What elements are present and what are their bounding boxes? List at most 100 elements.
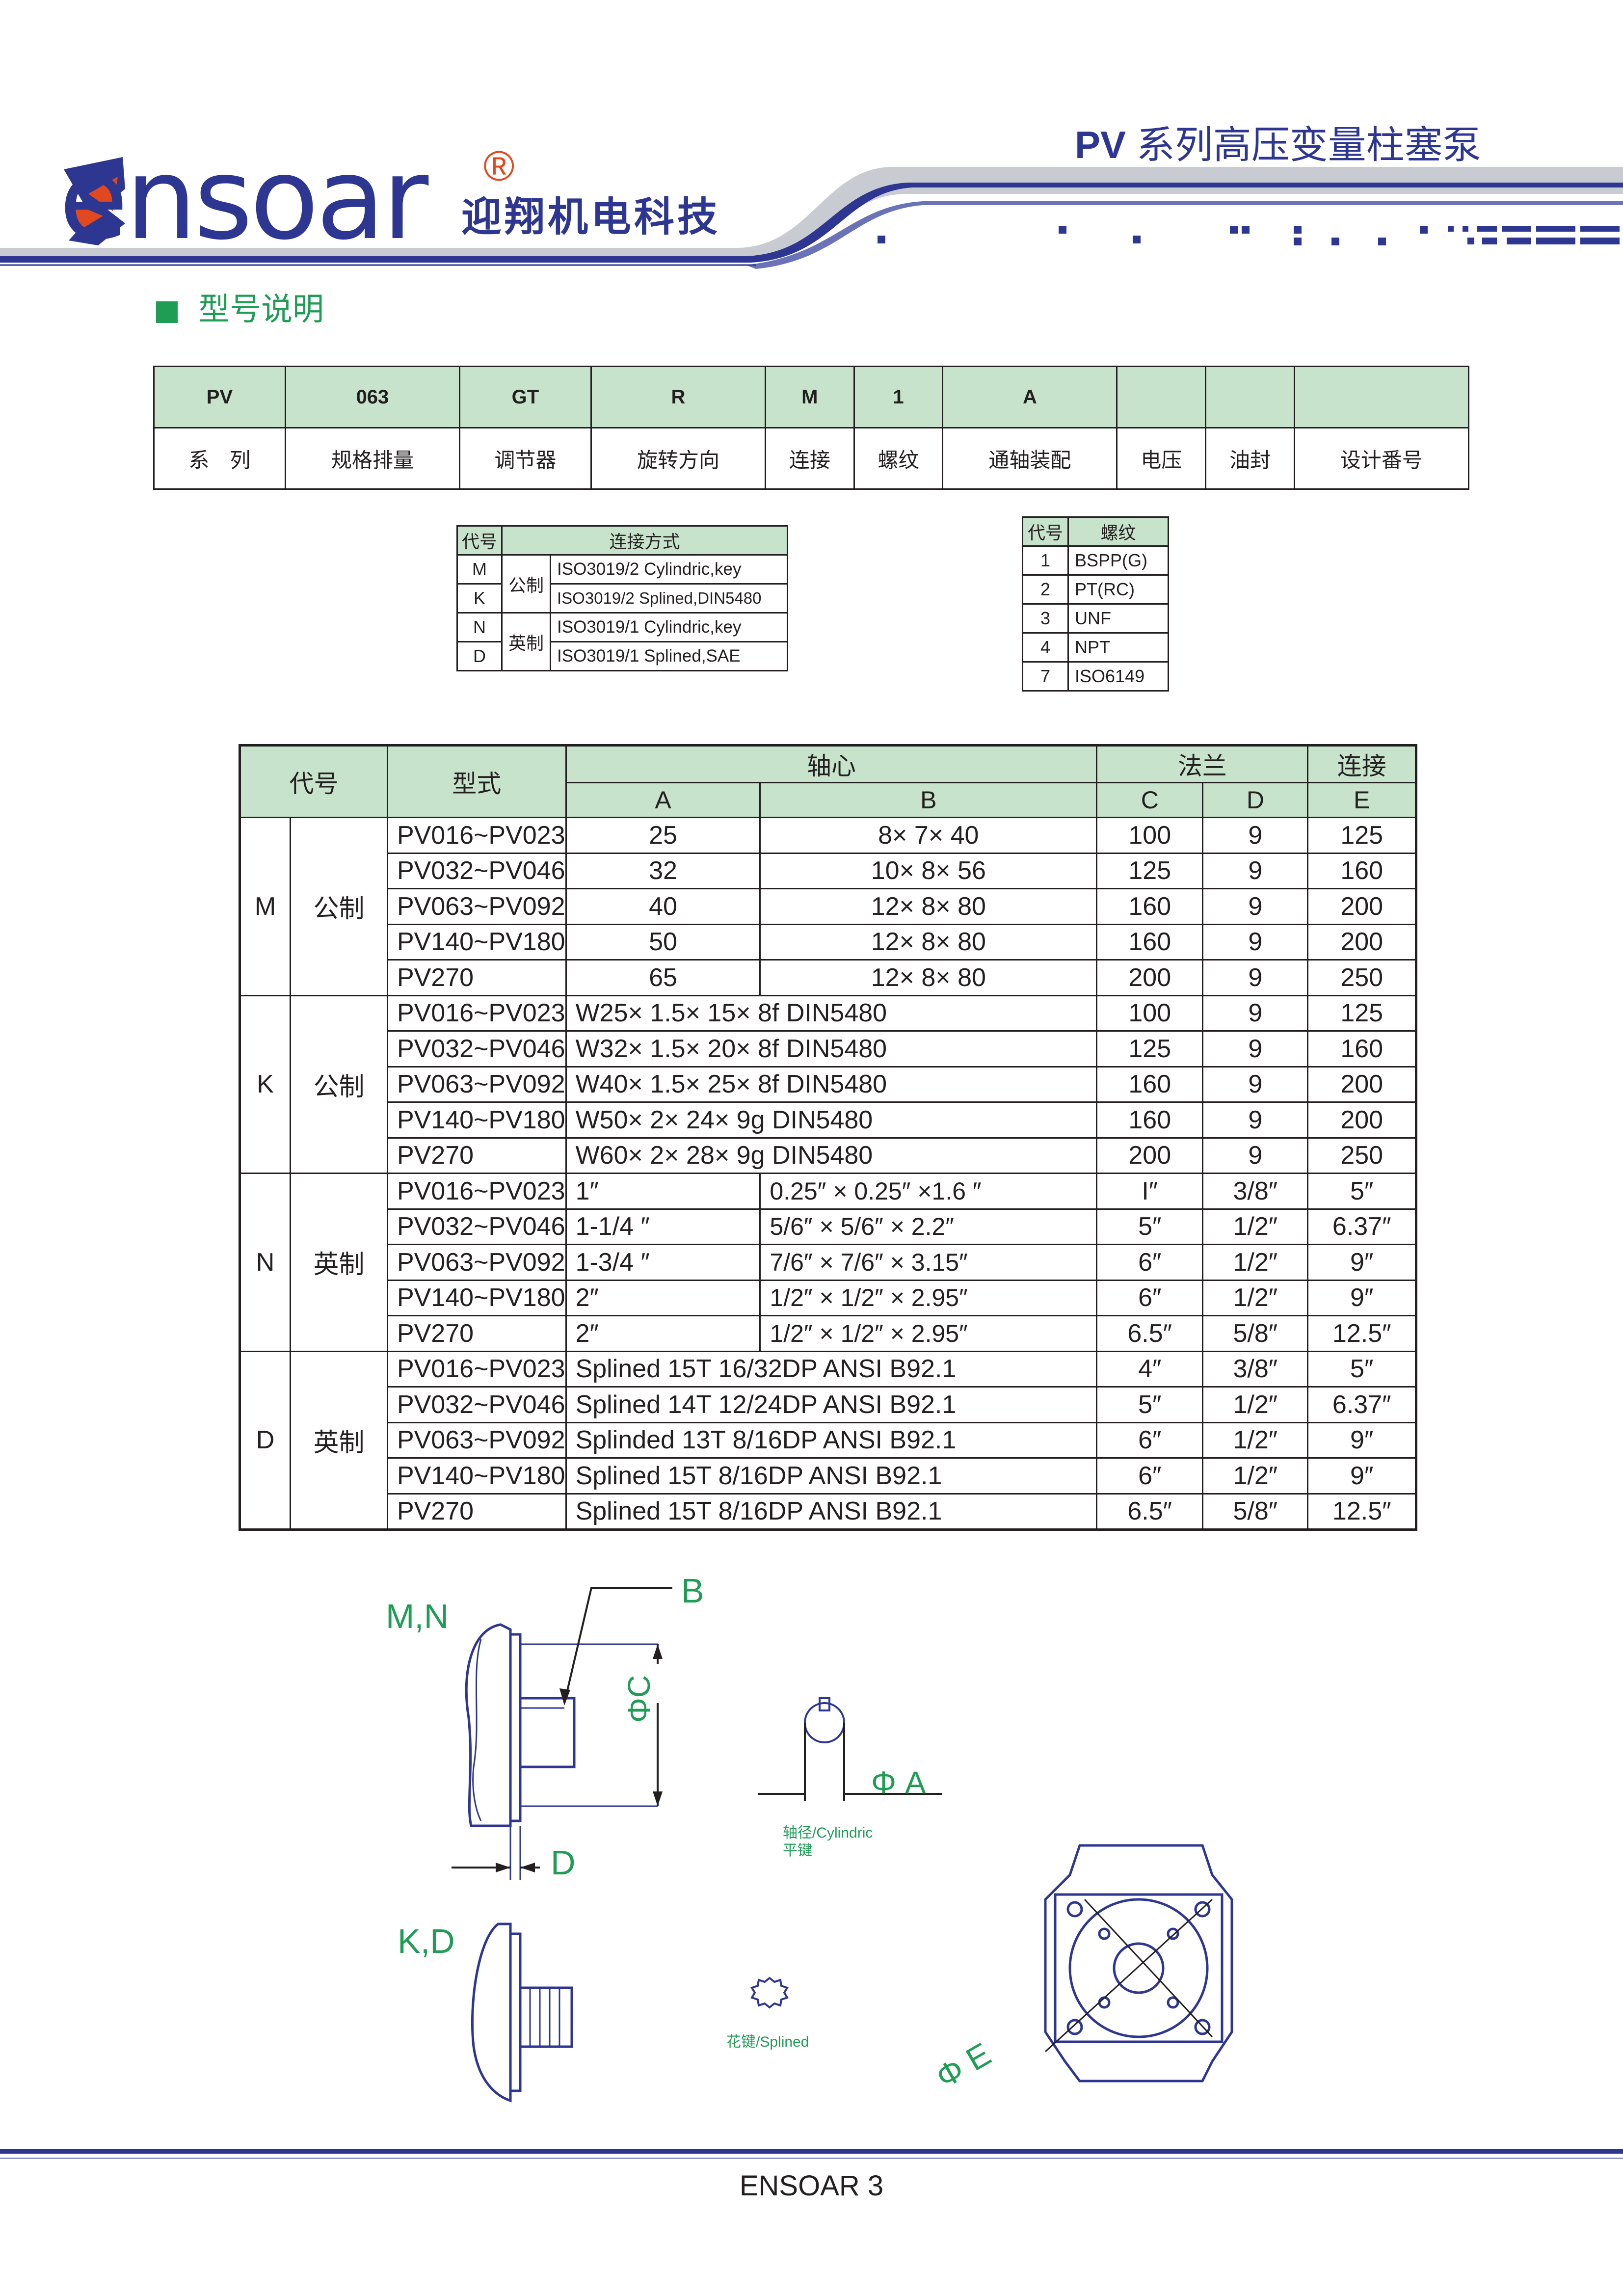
shaft-a-cell: 65 [565,959,761,996]
shaft-spec-cell: W32× 1.5× 20× 8f DIN5480 [565,1030,1098,1068]
flange-d-cell: 9 [1202,1101,1309,1139]
thread-code: 1 [1022,545,1069,576]
code-cell: GT [459,366,592,428]
header-shaft: 轴心 [565,745,1098,783]
shaft-spec-cell: W40× 1.5× 25× 8f DIN5480 [565,1066,1098,1103]
thread-code: 3 [1022,603,1069,634]
conn-code: N [456,612,503,642]
model-cell: PV016~PV023 [386,1173,567,1210]
flange-d-cell: 9 [1202,994,1309,1032]
connect-e-cell: 9″ [1307,1279,1417,1316]
label-mn: M,N [386,1597,449,1635]
shaft-b-cell: 8× 7× 40 [759,817,1098,854]
flange-c-cell: 6.5″ [1096,1493,1204,1530]
header-a: A [565,782,761,818]
conn-desc: ISO3019/1 Cylindric,key [550,612,788,642]
group-code: D [239,1350,292,1530]
shaft-a-cell: 32 [565,852,761,889]
code-cell: 063 [284,366,461,428]
section-title: 型号说明 [198,292,324,327]
thread-desc: PT(RC) [1067,574,1169,605]
flange-d-cell: 9 [1202,959,1309,996]
pump-drawings [452,1587,1233,2103]
model-cell: PV063~PV092 [386,1066,567,1103]
shaft-spec-cell: W60× 2× 28× 9g DIN5480 [565,1137,1098,1174]
code-cell: 1 [853,366,944,428]
shaft-b-cell: 5/6″ × 5/6″ × 2.2″ [759,1208,1098,1245]
decorative-dots [878,226,1620,245]
flange-c-cell: I″ [1096,1173,1204,1210]
code-cell: PV [153,366,286,428]
shaft-b-cell: 1/2″ × 1/2″ × 2.95″ [759,1315,1098,1352]
flange-d-cell: 1/2″ [1202,1386,1309,1423]
shaft-b-cell: 12× 8× 80 [759,923,1098,961]
header-code: 代号 [456,525,503,556]
name-cell: 油封 [1205,427,1295,490]
connect-e-cell: 9″ [1307,1457,1417,1495]
header-e: E [1307,782,1417,818]
flange-d-cell: 1/2″ [1202,1208,1309,1245]
header-flange: 法兰 [1096,745,1309,783]
model-cell: PV063~PV092 [386,1421,567,1459]
flange-c-cell: 160 [1096,888,1204,925]
model-cell: PV140~PV180 [386,1279,567,1316]
section-bullet-icon [156,301,178,323]
shaft-spec-cell: Splined 15T 8/16DP ANSI B92.1 [565,1457,1098,1495]
header-connect: 连接 [1307,745,1417,783]
conn-code: M [456,554,503,585]
flange-c-cell: 6″ [1096,1279,1204,1316]
flange-d-cell: 3/8″ [1202,1350,1309,1388]
connect-e-cell: 200 [1307,923,1417,961]
connect-e-cell: 250 [1307,1137,1417,1174]
logo-wordmark: ensoar [59,134,428,265]
shaft-b-cell: 12× 8× 80 [759,959,1098,996]
model-cell: PV016~PV023 [386,994,567,1032]
shaft-a-cell: 1″ [565,1173,761,1210]
flange-c-cell: 6.5″ [1096,1315,1204,1352]
shaft-spec-cell: Splined 14T 12/24DP ANSI B92.1 [565,1386,1098,1423]
group-unit: 英制 [290,1350,388,1530]
flange-side-view-kd [471,1922,573,2103]
shaft-b-cell: 10× 8× 56 [759,852,1098,889]
name-cell: 调节器 [459,427,592,490]
flange-c-cell: 200 [1096,959,1204,996]
shaft-a-cell: 50 [565,923,761,961]
label-b: B [681,1572,704,1610]
name-cell: 螺纹 [853,427,944,490]
flange-c-cell: 160 [1096,1101,1204,1139]
code-cell [1205,366,1295,428]
registered-mark: ® [483,143,515,190]
model-cell: PV032~PV046 [386,1208,567,1245]
model-cell: PV140~PV180 [386,923,567,961]
thread-code: 4 [1022,632,1069,663]
header-type: 螺纹 [1067,516,1169,547]
header-code: 代号 [239,745,388,818]
name-cell: 设计番号 [1293,427,1470,490]
connect-e-cell: 200 [1307,888,1417,925]
connect-e-cell: 5″ [1307,1173,1417,1210]
model-cell: PV063~PV092 [386,1244,567,1281]
thread-code: 7 [1022,661,1069,692]
shaft-spec-cell: W25× 1.5× 15× 8f DIN5480 [565,994,1098,1032]
flange-c-cell: 5″ [1096,1208,1204,1245]
model-cell: PV270 [386,959,567,996]
connect-e-cell: 6.37″ [1307,1386,1417,1423]
label-d: D [551,1843,576,1882]
connect-e-cell: 6.37″ [1307,1208,1417,1245]
header-type: 连接方式 [501,525,788,556]
connect-e-cell: 12.5″ [1307,1315,1417,1352]
flange-d-cell: 9 [1202,852,1309,889]
logo-mark-icon [64,157,125,245]
flange-c-cell: 6″ [1096,1457,1204,1495]
footer-rule [0,2149,1623,2154]
flange-d-cell: 1/2″ [1202,1457,1309,1495]
splined-shaft-section [750,1976,789,2009]
shaft-a-cell: 1-1/4 ″ [565,1208,761,1245]
